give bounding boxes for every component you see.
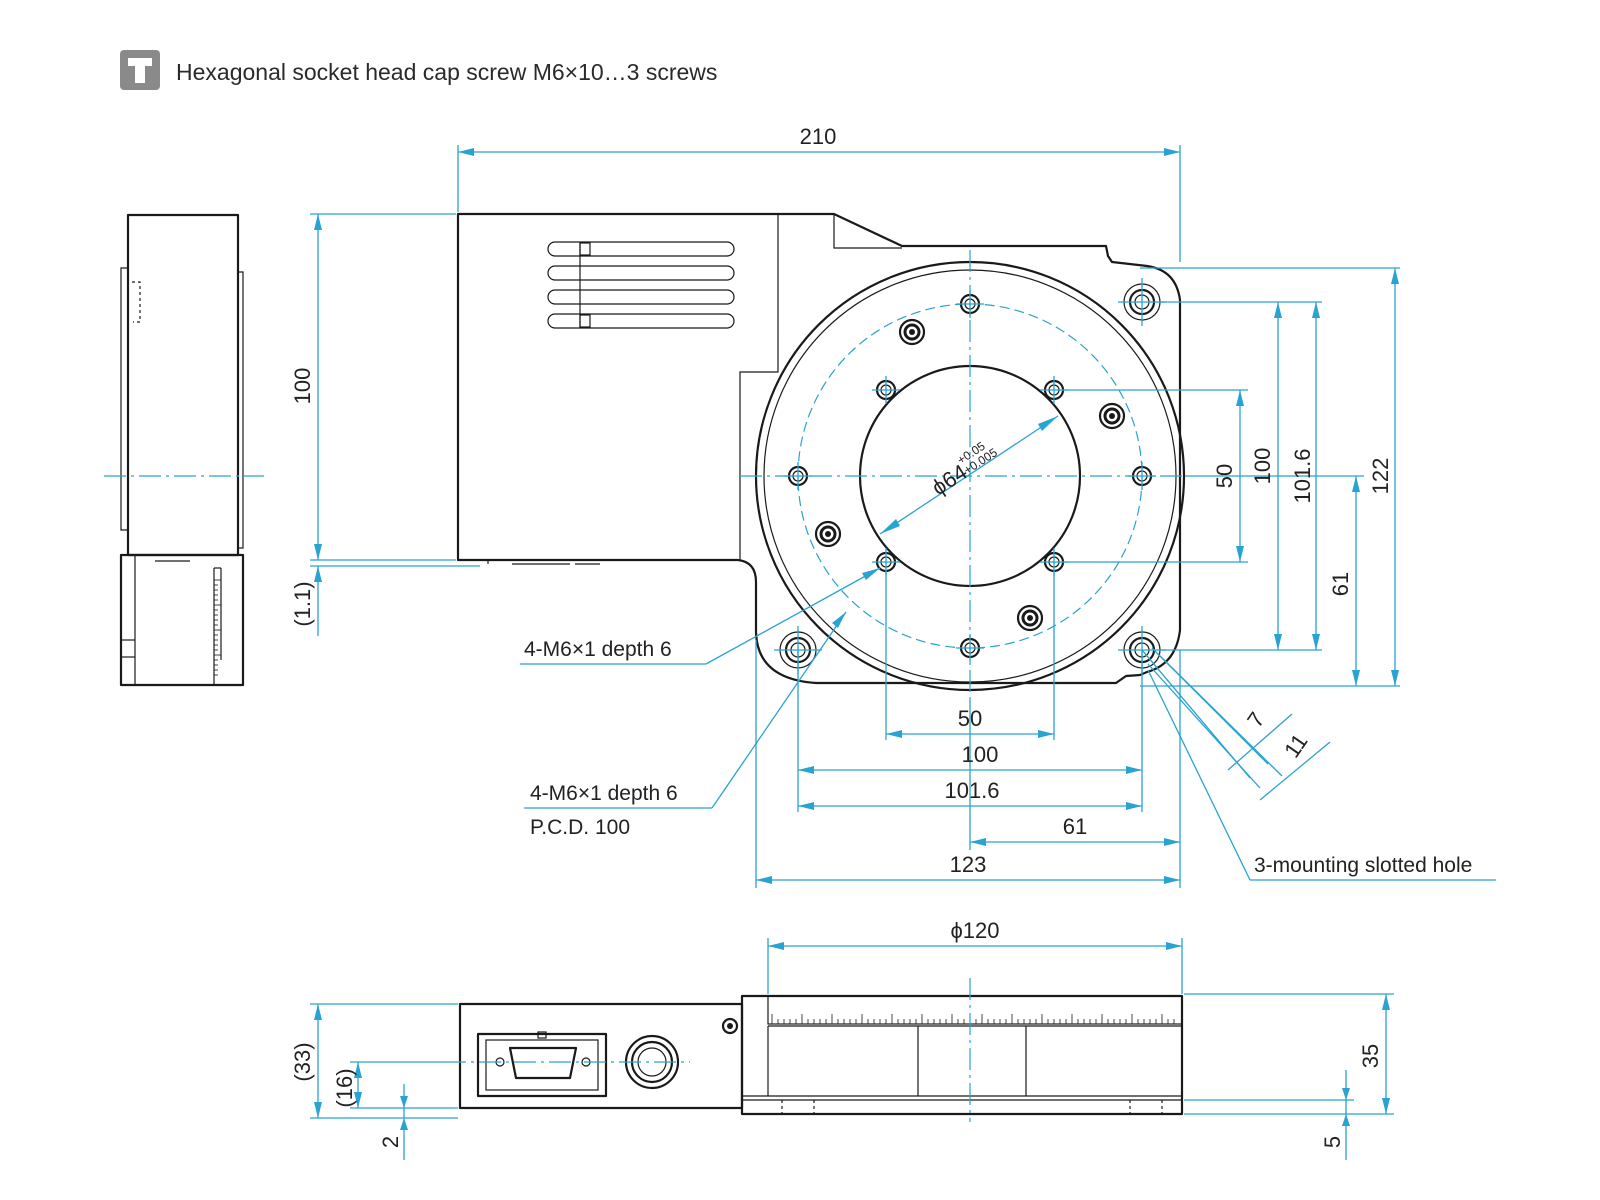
note-tapped-holes-1: 4-M6×1 depth 6	[524, 638, 672, 661]
pcd-tapped-holes	[784, 290, 1156, 662]
pcd-hole-4	[784, 462, 812, 490]
rotary-scale	[771, 1014, 1175, 1024]
pcd-hole-2	[1128, 462, 1156, 490]
cap-screw-2	[1098, 402, 1126, 430]
dim-left-100: 100	[290, 368, 315, 405]
header-text: Hexagonal socket head cap screw M6×10…3 …	[176, 59, 717, 85]
dim-210: 210	[800, 124, 837, 149]
top-view	[456, 212, 1186, 700]
cap-screw-4	[1016, 604, 1044, 632]
dim-bottom-61: 61	[1063, 814, 1087, 839]
front-screw	[721, 1017, 739, 1035]
dim-side-35: 35	[1358, 1044, 1383, 1068]
front-view-dimensions: ϕ120 (33) (16) 2 35 5	[290, 918, 1394, 1160]
dim-right-100: 100	[1250, 448, 1275, 485]
pcd-hole-3	[956, 634, 984, 662]
dim-side-16: (16)	[332, 1068, 357, 1107]
top-view-dimensions: 210 100 (1.1) 50 100 101.6	[290, 124, 1496, 888]
dim-slot-11: 11	[1279, 729, 1313, 762]
pcd-hole-1	[956, 290, 984, 318]
dim-bottom-100: 100	[962, 742, 999, 767]
dim-slot-7: 7	[1242, 708, 1270, 732]
cap-screws	[814, 318, 1126, 632]
dim-phi-120: ϕ120	[950, 918, 999, 943]
inner-tapped-holes	[872, 376, 1068, 576]
dim-bottom-123: 123	[950, 852, 987, 877]
d-sub-connector	[476, 1031, 608, 1098]
dim-side-5: 5	[1320, 1136, 1345, 1148]
cap-screw-3	[814, 520, 842, 548]
note-mounting-slotted-hole: 3-mounting slotted hole	[1254, 854, 1472, 877]
inner-hole-1	[872, 376, 900, 404]
dim-side-2: 2	[378, 1136, 403, 1148]
inner-hole-3	[872, 548, 900, 576]
left-side-view	[104, 213, 264, 687]
front-view	[444, 978, 1184, 1122]
screw-icon	[120, 50, 160, 90]
cap-screw-1	[898, 318, 926, 346]
dim-right-101-6: 101.6	[1290, 448, 1315, 503]
dim-right-122: 122	[1368, 458, 1393, 495]
dim-right-50: 50	[1212, 464, 1237, 488]
vent-slots	[547, 241, 735, 329]
dim-right-61: 61	[1328, 572, 1353, 596]
dim-bottom-50: 50	[958, 706, 982, 731]
header: Hexagonal socket head cap screw M6×10…3 …	[120, 50, 717, 90]
dim-side-33: (33)	[290, 1042, 315, 1081]
note-pcd: P.C.D. 100	[530, 816, 630, 839]
note-tapped-holes-2: 4-M6×1 depth 6	[530, 782, 678, 805]
mounting-hole-1	[1118, 278, 1166, 326]
dim-left-1-1: (1.1)	[290, 581, 315, 626]
dim-bottom-101-6: 101.6	[944, 778, 999, 803]
